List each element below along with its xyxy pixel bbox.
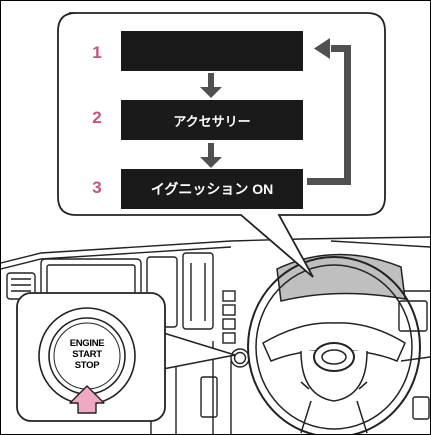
- step-box-3: イグニッション ON: [121, 169, 303, 209]
- step-number-2: 2: [92, 108, 102, 127]
- steering-wheel: [247, 253, 421, 434]
- start-button-line-2: START: [72, 349, 102, 360]
- callout-balloon: [57, 12, 386, 278]
- step-number-1: 1: [92, 43, 102, 62]
- zoom-connector: [156, 330, 236, 370]
- start-button-line-3: STOP: [74, 360, 100, 371]
- step-box-1: [121, 31, 303, 71]
- start-button: [38, 307, 136, 405]
- start-button-line-1: ENGINE: [69, 338, 105, 349]
- step-box-2: アクセサリー: [121, 100, 303, 140]
- down-arrow: [200, 73, 222, 168]
- loop-arrow: [307, 38, 351, 185]
- step-number-3: 3: [92, 178, 102, 197]
- press-arrow: [69, 385, 105, 414]
